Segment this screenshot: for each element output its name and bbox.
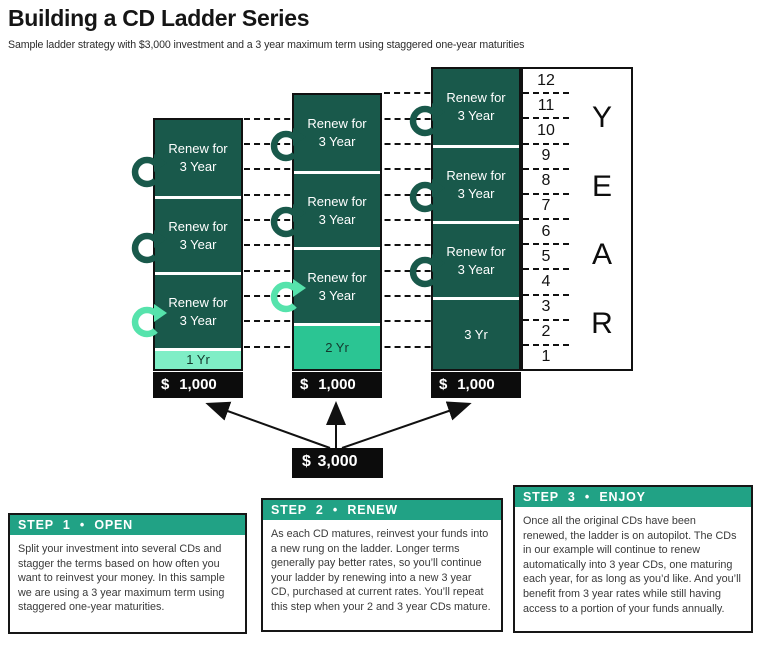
year-scale: 12 11 10 9 8 7 6 5 4 3 2 1 Y E A R: [521, 67, 633, 371]
renew-segment: Renew for 3 Year: [155, 120, 241, 196]
year-tick-label: 11: [523, 94, 569, 120]
year-axis-label: Y E A R: [591, 101, 613, 340]
step-title: STEP 2 • RENEW: [263, 500, 501, 520]
cd-column-1: Renew for 3 Year Renew for 3 Year Renew …: [153, 118, 243, 371]
year-tick-labels: 12 11 10 9 8 7 6 5 4 3 2 1: [523, 69, 569, 369]
amount-box: $ 1,000: [431, 372, 521, 398]
base-term-segment: 2 Yr: [294, 323, 380, 369]
renew-segment: Renew for 3 Year: [433, 145, 519, 221]
investment-box: $ 3,000: [292, 448, 383, 478]
step-body: Split your investment into several CDs a…: [18, 543, 225, 614]
renew-segment: Renew for 3 Year: [294, 95, 380, 171]
year-gridline: [244, 270, 521, 272]
year-gridline: [244, 118, 521, 120]
year-tick-label: 1: [541, 348, 551, 366]
cd-column-2: Renew for 3 Year Renew for 3 Year Renew …: [292, 93, 382, 371]
amount-box: $ 1,000: [292, 372, 382, 398]
step-card-2: STEP 2 • RENEW As each CD matures, reinv…: [261, 498, 503, 632]
renew-segment: Renew for 3 Year: [433, 221, 519, 297]
renew-segment: Renew for 3 Year: [433, 69, 519, 145]
amount-box: $ 1,000: [153, 372, 243, 398]
renew-segment: Renew for 3 Year: [155, 196, 241, 272]
year-tick-label: 5: [523, 245, 569, 271]
step-body: As each CD matures, reinvest your funds …: [271, 528, 491, 613]
step-card-1: STEP 1 • OPEN Split your investment into…: [8, 513, 247, 634]
renew-segment: Renew for 3 Year: [155, 272, 241, 348]
year-gridline: [244, 320, 521, 322]
step-title: STEP 3 • ENJOY: [515, 487, 751, 507]
year-gridline: [244, 295, 521, 297]
renew-arrow-icon: [409, 179, 445, 213]
renew-arrow-icon: [270, 204, 306, 238]
year-tick-label: 2: [523, 321, 569, 346]
step-body: Once all the original CDs have been rene…: [523, 515, 741, 615]
year-gridline: [244, 194, 521, 196]
renew-arrow-icon: [131, 230, 167, 264]
year-gridline: [244, 219, 521, 221]
year-tick-label: 9: [523, 145, 569, 170]
renew-arrow-icon: [131, 304, 167, 338]
base-term-segment: 3 Yr: [433, 297, 519, 369]
page-subtitle: Sample ladder strategy with $3,000 inves…: [8, 39, 525, 51]
step-title: STEP 1 • OPEN: [10, 515, 245, 535]
year-gridline: [244, 168, 521, 170]
year-tick-label: 12: [523, 69, 569, 95]
year-gridline: [244, 346, 521, 348]
renew-arrow-icon: [409, 103, 445, 137]
renew-arrow-icon: [270, 128, 306, 162]
year-tick-label: 7: [523, 195, 569, 221]
renew-arrow-icon: [270, 279, 306, 313]
year-tick-label: 3: [523, 296, 569, 321]
year-gridline: [244, 244, 521, 246]
step-card-3: STEP 3 • ENJOY Once all the original CDs…: [513, 485, 753, 633]
renew-segment: Renew for 3 Year: [294, 247, 380, 323]
year-tick-label: 10: [523, 119, 569, 145]
base-term-segment: 1 Yr: [155, 348, 241, 369]
renew-arrow-icon: [409, 254, 445, 288]
allocation-arrows: [205, 401, 472, 449]
renew-arrow-icon: [131, 154, 167, 188]
year-tick-label: 6: [523, 220, 569, 246]
renew-segment: Renew for 3 Year: [294, 171, 380, 247]
year-tick-label: 8: [523, 170, 569, 195]
year-tick-label: 4: [523, 270, 569, 296]
page-title: Building a CD Ladder Series: [8, 5, 310, 31]
year-gridline: [244, 143, 521, 145]
cd-column-3: Renew for 3 Year Renew for 3 Year Renew …: [431, 67, 521, 371]
